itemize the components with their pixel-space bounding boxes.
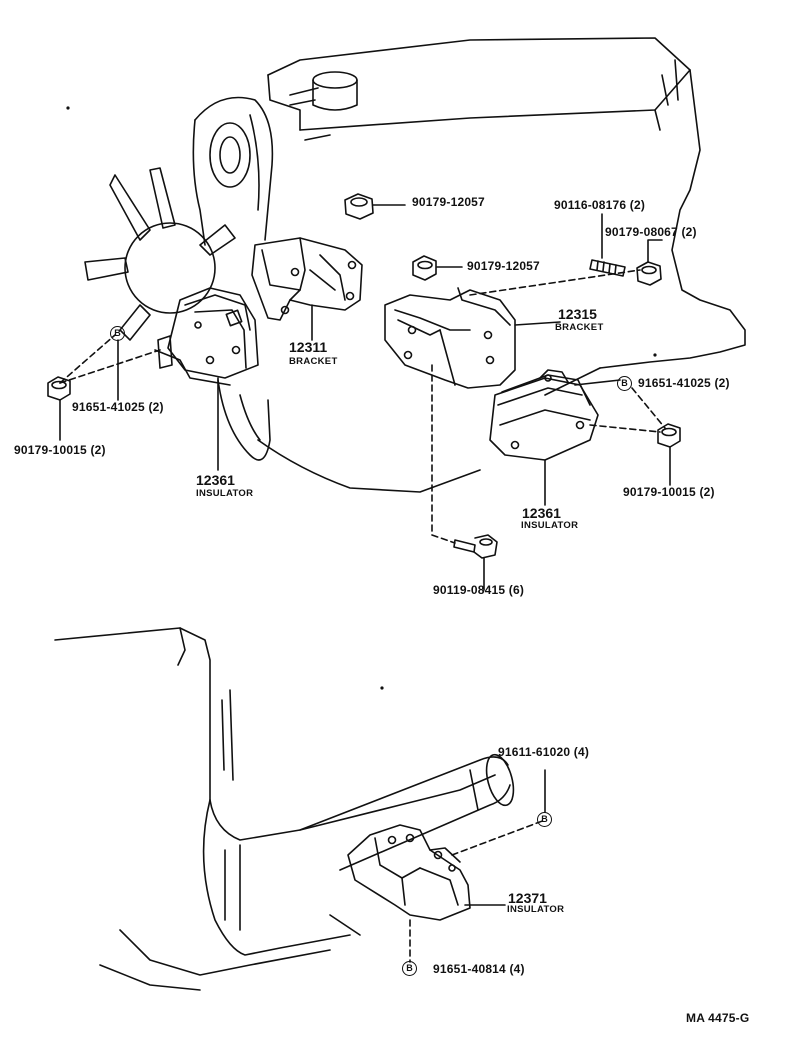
callout-insulator-left-name: INSULATOR [196, 488, 254, 499]
callout-bracket-left-number: 12311 [289, 339, 328, 355]
callout-stud-bolt: 90116-08176 (2) [554, 198, 646, 212]
insulator-rear-12371 [347, 769, 546, 963]
callout-bracket-right-name: BRACKET [555, 322, 604, 333]
transmission [54, 627, 515, 991]
callout-bolt-rear-upper: 91611-61020 (4) [498, 745, 590, 759]
callout-insulator-right-number: 12361 [522, 505, 561, 521]
callout-bracket-left-name: BRACKET [289, 356, 338, 367]
callout-nut-right: 90179-10015 (2) [623, 485, 715, 499]
callout-insulator-left-number: 12361 [196, 472, 235, 488]
callout-washer-right: 91651-41025 (2) [638, 376, 730, 390]
bracket-12315 [384, 287, 561, 389]
timing-cover [192, 96, 274, 461]
callout-bolt-bottom: 90119-08415 (6) [433, 583, 525, 597]
callout-insulator-rear-name: INSULATOR [507, 904, 565, 915]
bracket-12311 [251, 237, 363, 341]
callout-nut-left: 90179-10015 (2) [14, 443, 106, 457]
callout-bolt-rear-lower: 91651-40814 (4) [433, 962, 525, 976]
insulator-left-12361 [154, 287, 259, 471]
callout-upper-nut-1: 90179-12057 [412, 195, 485, 209]
callout-insulator-right-name: INSULATOR [521, 520, 579, 531]
b-marker-left: B [110, 326, 125, 341]
callout-insulator-rear-number: 12371 [508, 890, 547, 906]
callout-nut-right-top: 90179-08067 (2) [605, 225, 697, 239]
insulator-right-12361 [489, 369, 599, 506]
engine-block [257, 37, 746, 493]
b-marker-rear-lower: B [402, 961, 417, 976]
b-marker-right: B [617, 376, 632, 391]
diagram-code: MA 4475-G [686, 1011, 750, 1025]
fasteners-upper [47, 193, 681, 591]
callout-upper-nut-2: 90179-12057 [467, 259, 540, 273]
cooling-fan [84, 167, 236, 341]
b-marker-rear-upper: B [537, 812, 552, 827]
callout-bracket-right-number: 12315 [558, 306, 597, 322]
callout-washer-left: 91651-41025 (2) [72, 400, 164, 414]
